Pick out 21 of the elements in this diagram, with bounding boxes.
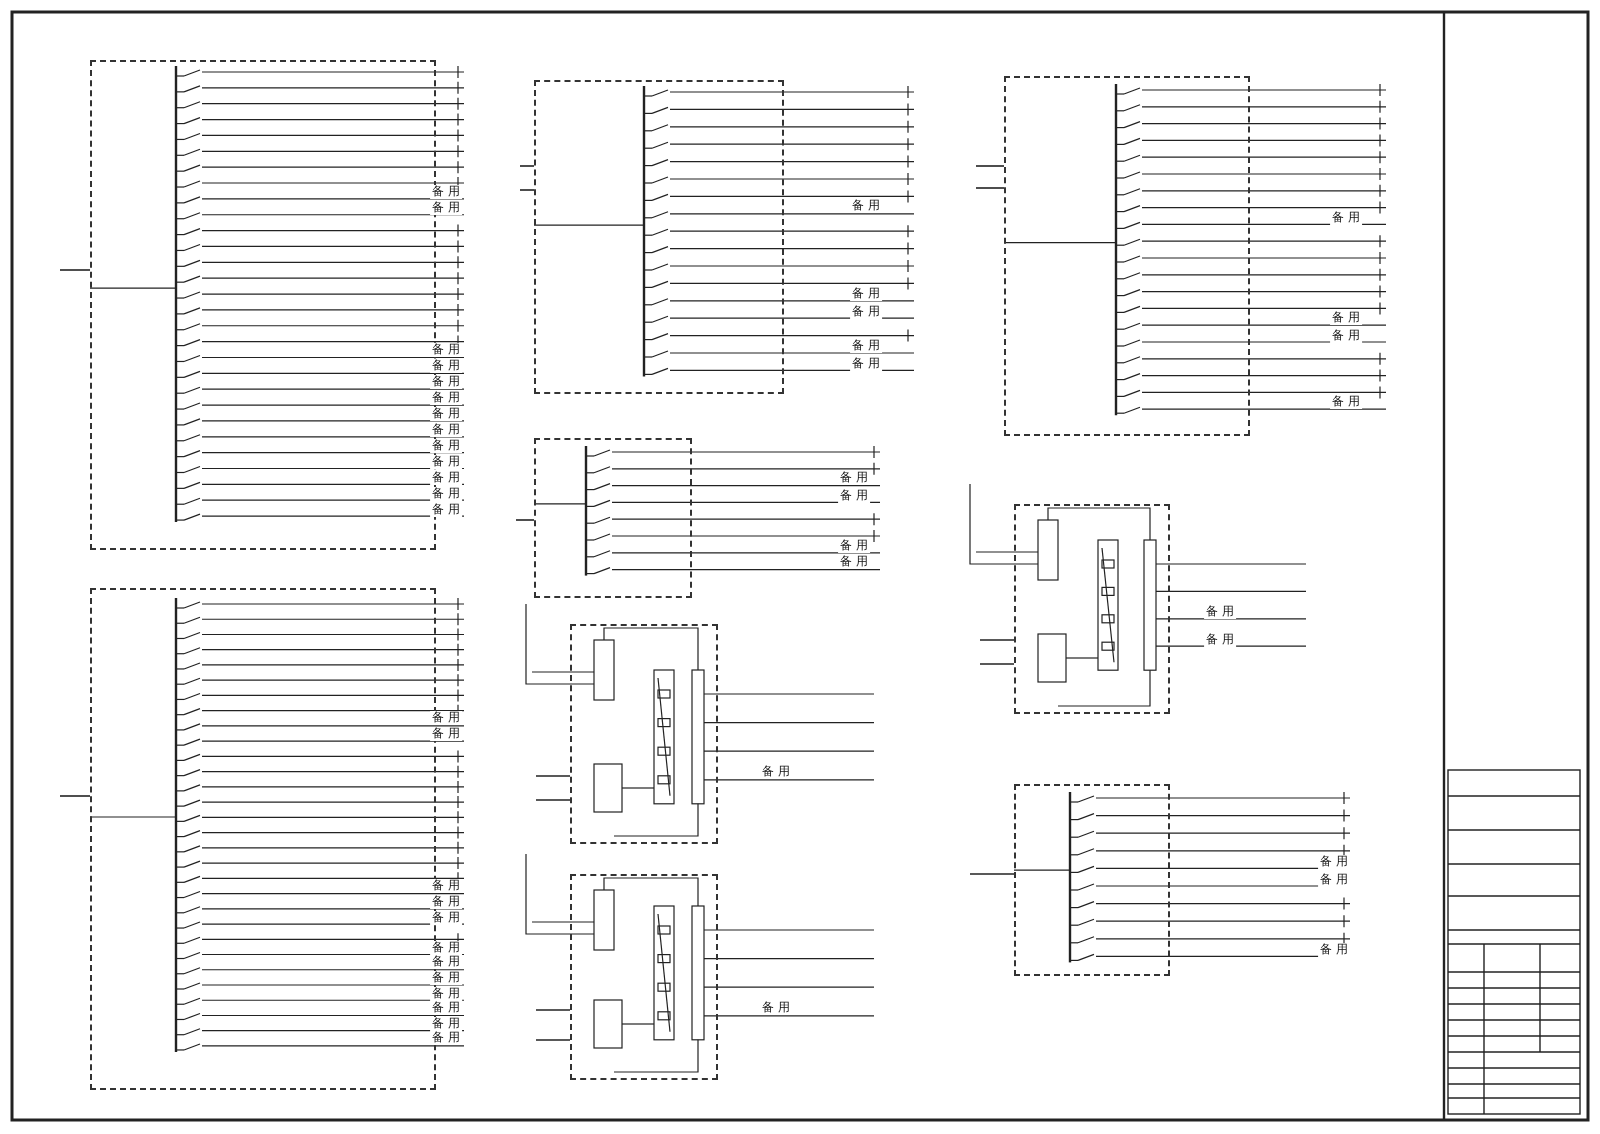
feeder-line [59, 795, 91, 797]
panel-box [1014, 784, 1170, 976]
feeder-line [535, 799, 571, 801]
feeder-line [519, 189, 535, 191]
feeder-line [535, 1009, 571, 1011]
feeder-line [515, 519, 535, 521]
panel-box [534, 80, 784, 394]
panel-box [1014, 504, 1170, 714]
feeder-line [535, 1039, 571, 1041]
feeder-line [979, 639, 1015, 641]
feeder-line [519, 165, 535, 167]
feeder-line [975, 165, 1005, 167]
panel-box [570, 624, 718, 844]
panel-box [1004, 76, 1250, 436]
feeder-line [969, 873, 1015, 875]
panel-box [534, 438, 692, 598]
feeder-line [979, 663, 1015, 665]
feeder-line [535, 775, 571, 777]
feeder-line [59, 269, 91, 271]
panel-box [570, 874, 718, 1080]
feeder-line [975, 187, 1005, 189]
